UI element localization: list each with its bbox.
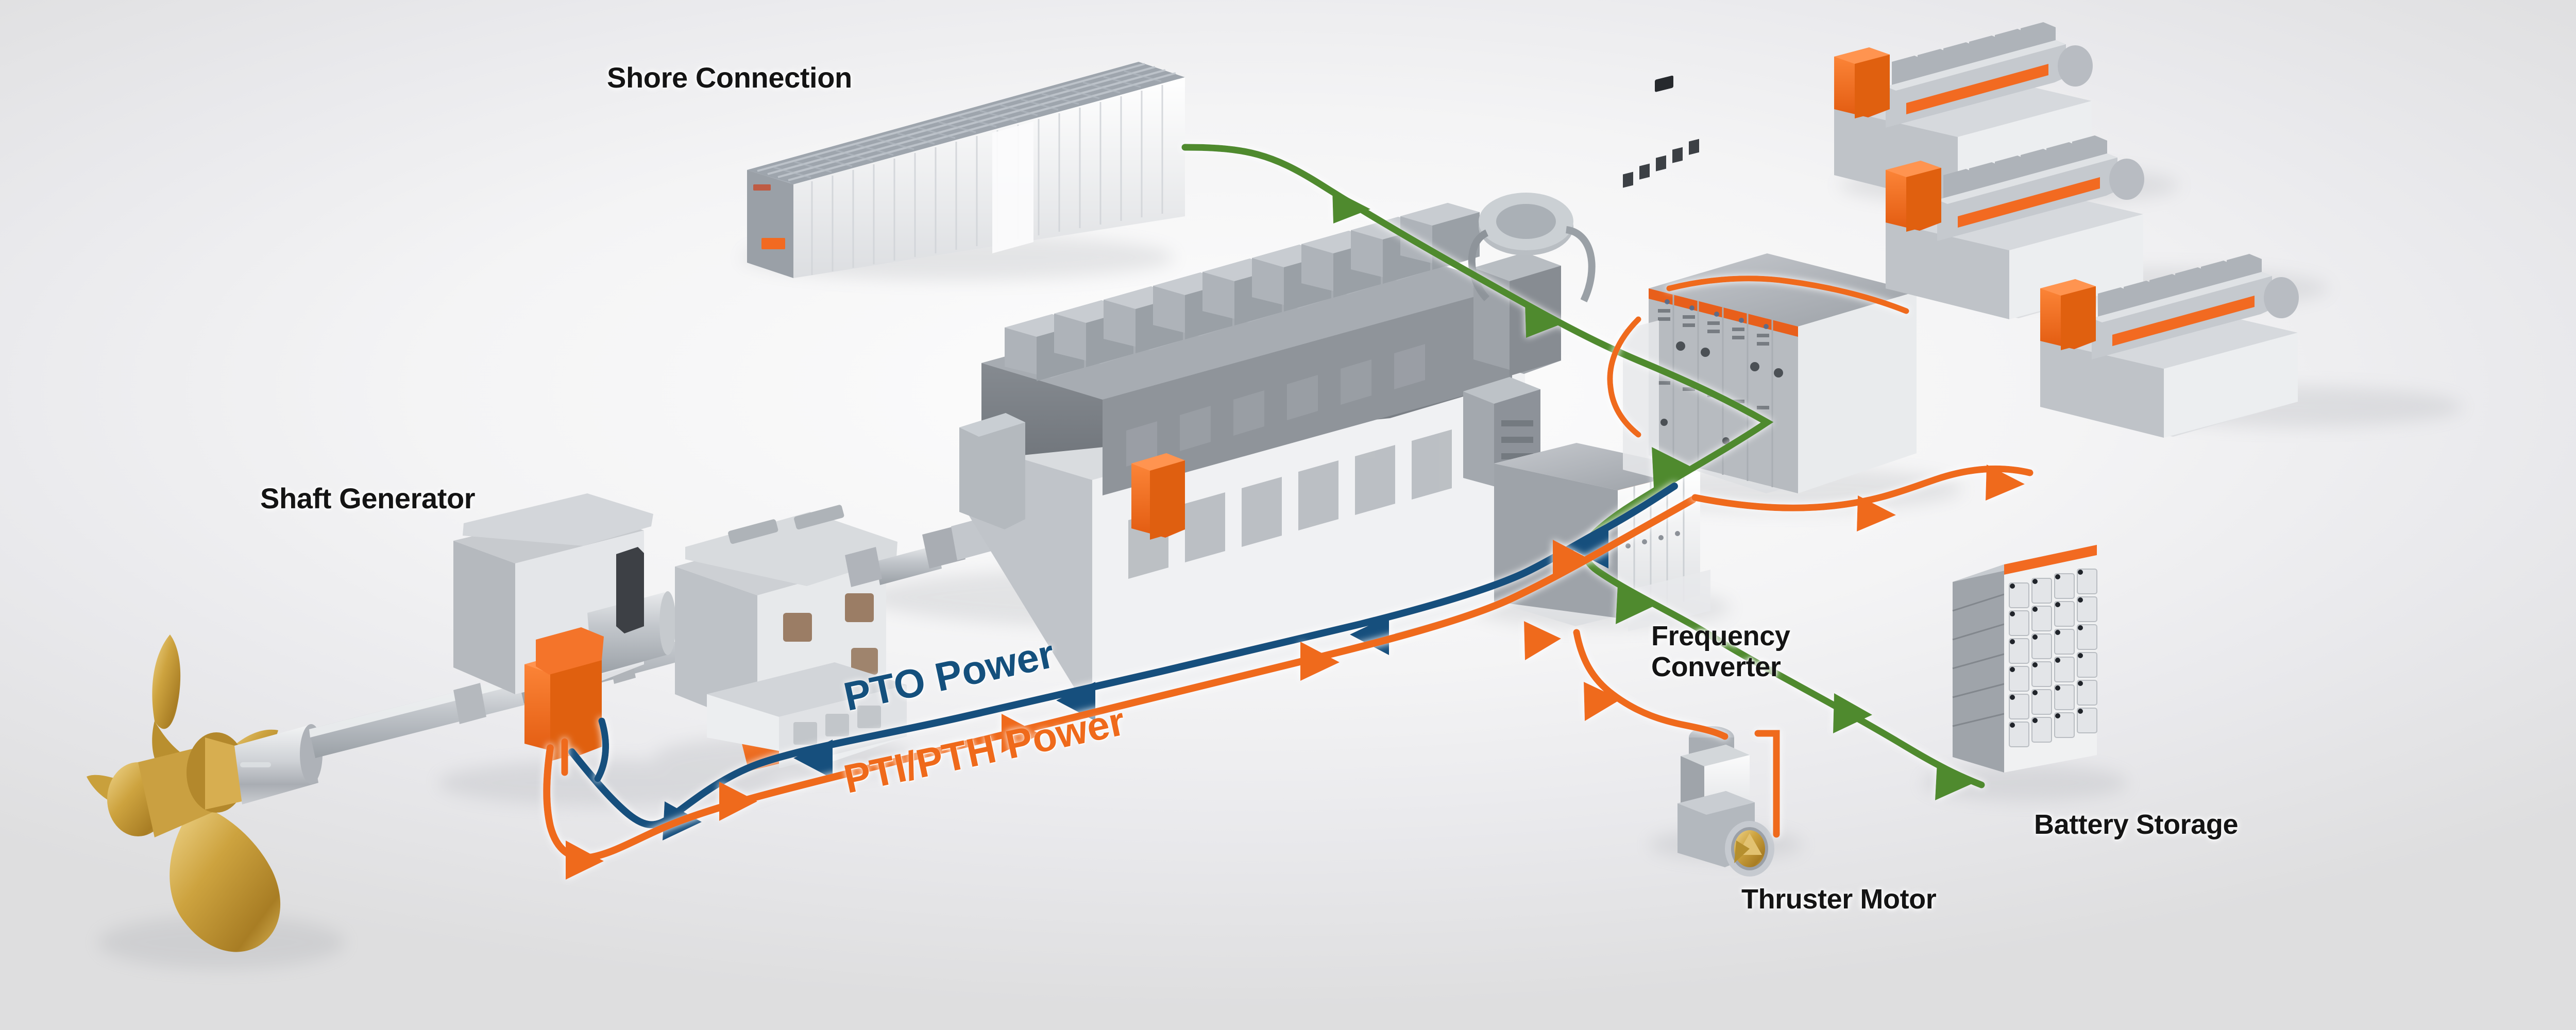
cylinder-heads [1005,203,1480,381]
shore-container [747,62,1185,278]
generator-leads [561,717,609,782]
propeller [87,634,323,952]
genset-3 [2040,254,2299,438]
pto-cable [568,483,1678,840]
label-frequency-converter-line1: Frequency [1651,621,1790,651]
label-battery-storage: Battery Storage [2034,809,2239,840]
genset-2 [1886,135,2144,319]
shore-cable [1181,144,1985,800]
label-shaft-generator: Shaft Generator [260,482,476,514]
switchboard-bus [1607,276,2033,531]
main-switchboard [1649,253,1917,493]
battery-cells [2009,569,2097,747]
label-frequency-converter: Frequency Converter [1651,621,1826,683]
main-engine [959,193,1596,717]
shaft-generator-unit [453,493,676,761]
thruster-cable [1524,621,1780,838]
thruster [1677,726,1774,877]
label-frequency-converter-line2: Converter [1651,651,1781,683]
label-thruster-motor: Thruster Motor [1741,884,1937,915]
battery-rack [1952,545,2097,772]
pti-cable [543,496,1697,880]
label-shore-connection: Shore Connection [607,61,852,94]
